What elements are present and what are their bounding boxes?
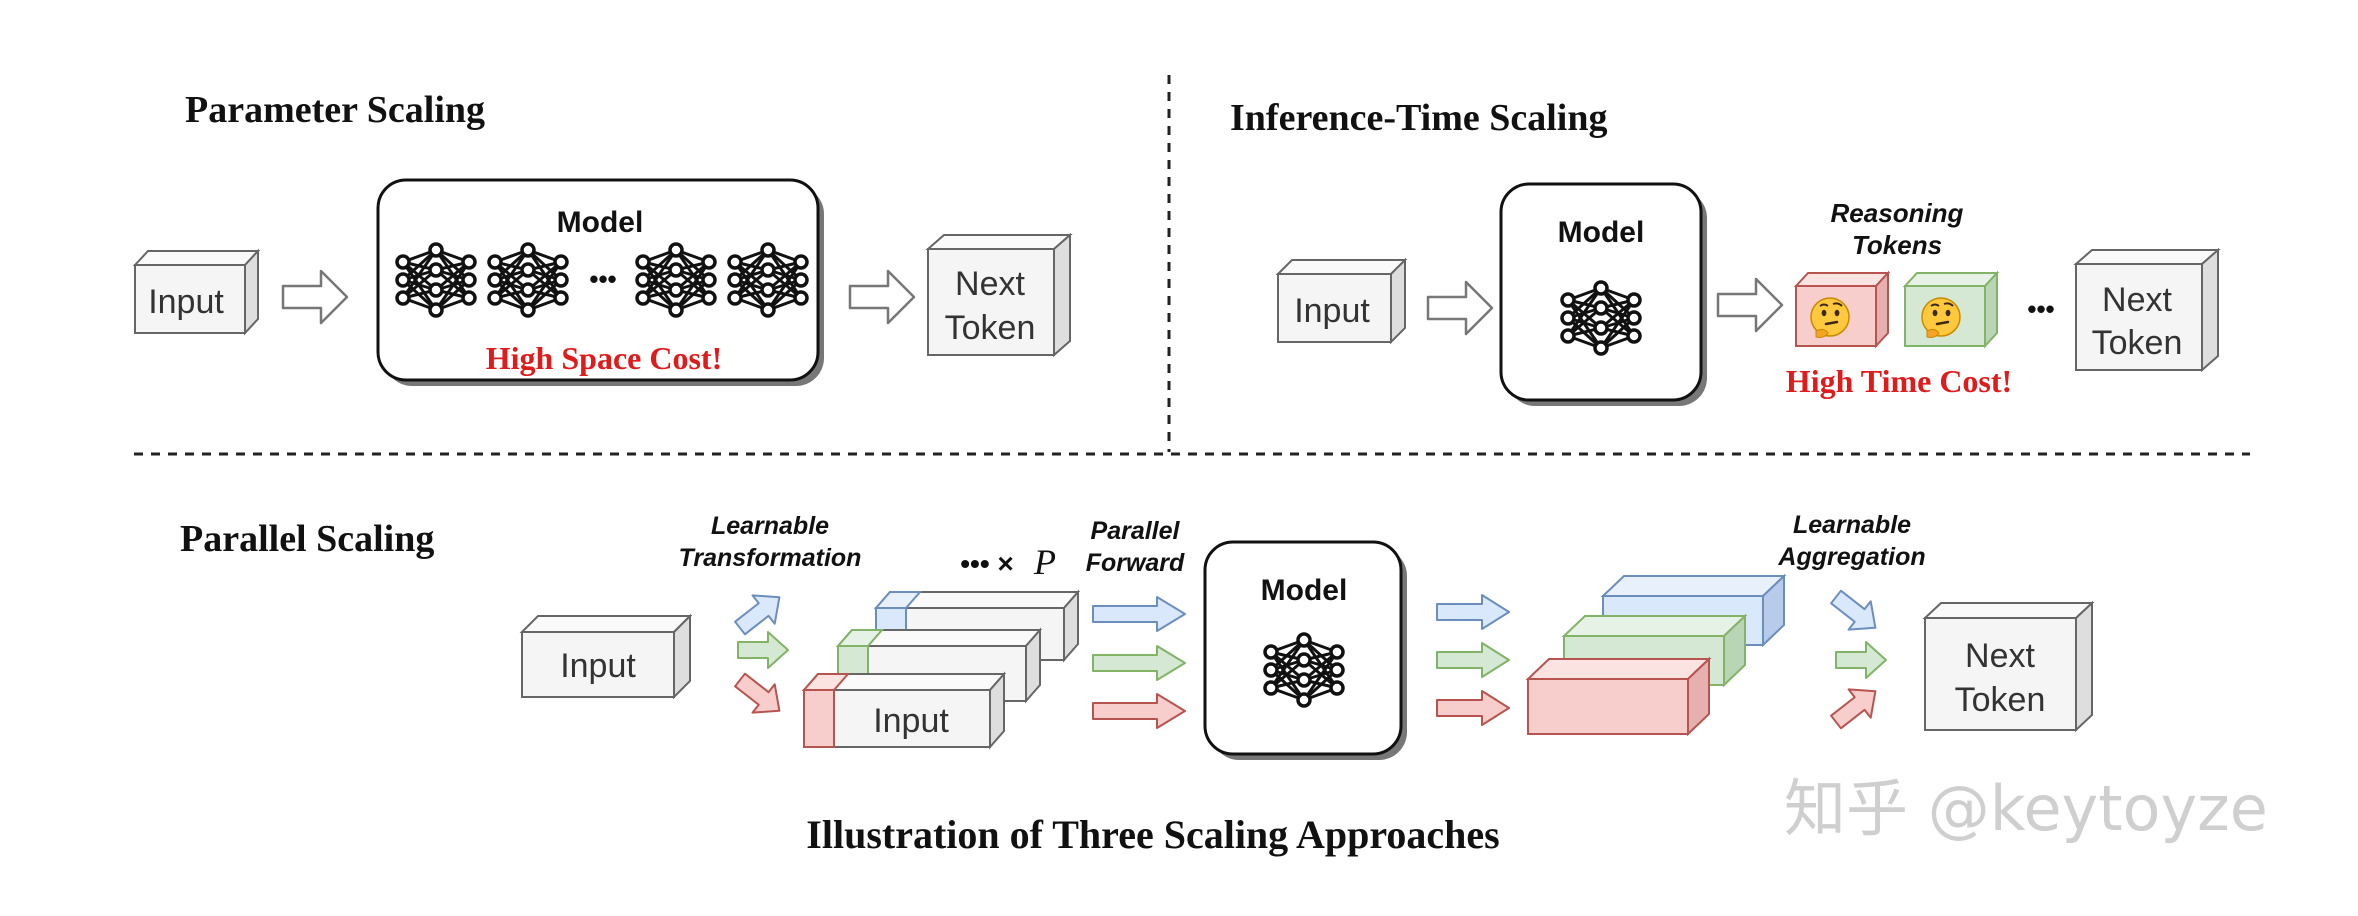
- reasoning-token-red: [1793, 270, 1891, 349]
- reasoning-tokens-line1: Reasoning: [1831, 198, 1964, 228]
- parallel-input-label: Input: [560, 647, 636, 685]
- forward-arrow-blue: [1092, 596, 1186, 632]
- param-arrow-2: [848, 269, 916, 325]
- output-arrow-green: [1436, 642, 1510, 678]
- inference-arrow-1: [1426, 280, 1494, 336]
- inference-input-label: Input: [1294, 292, 1370, 330]
- param-input-box: Input: [132, 248, 261, 336]
- aggregation-line2: Aggregation: [1777, 543, 1925, 571]
- param-ellipsis: •••: [589, 264, 616, 294]
- inference-model-label: Model: [1558, 216, 1645, 249]
- transform-arrow-green: [737, 631, 789, 669]
- aggregate-arrow-green: [1835, 641, 1887, 679]
- aggregation-line1: Learnable: [1793, 511, 1911, 539]
- param-arrow-1: [281, 269, 349, 325]
- parallel-scaling-title: Parallel Scaling: [180, 518, 434, 560]
- inference-arrow-2: [1716, 277, 1784, 333]
- parallel-model-box: Model: [1203, 540, 1407, 760]
- stacked-input-red: Input: [801, 671, 1007, 750]
- param-model-box: Model ••• High Space Cost!: [376, 178, 824, 386]
- output-block-red: [1525, 656, 1712, 737]
- param-next-label: Next: [955, 265, 1025, 303]
- watermark: 知乎 @keytoyze: [1784, 772, 2268, 845]
- reasoning-tokens-line2: Tokens: [1852, 230, 1942, 260]
- copies-ellipsis: ••• ×: [960, 548, 1014, 579]
- param-next-token-box: Next Token: [925, 232, 1073, 358]
- aggregate-arrow-blue: [1830, 589, 1877, 631]
- parallel-model-label: Model: [1261, 574, 1348, 607]
- high-time-cost-label: High Time Cost!: [1786, 363, 2012, 399]
- transform-arrow-red: [734, 672, 781, 714]
- param-model-label: Model: [557, 206, 644, 239]
- transformation-line2: Transformation: [679, 544, 862, 572]
- copies-variable: P: [1033, 542, 1056, 582]
- parallel-token-label: Token: [1955, 681, 2046, 719]
- parallel-next-label: Next: [1965, 637, 2035, 675]
- param-input-label: Input: [148, 283, 224, 321]
- output-arrow-red: [1436, 690, 1510, 726]
- transformation-line1: Learnable: [711, 512, 829, 540]
- thinking-face-icon: [1920, 296, 1962, 339]
- inference-scaling-title: Inference-Time Scaling: [1230, 97, 1608, 139]
- inference-model-box: Model: [1499, 182, 1707, 406]
- output-arrow-blue: [1436, 594, 1510, 630]
- stacked-input-label: Input: [873, 702, 949, 740]
- reasoning-token-green: [1902, 270, 2000, 349]
- inference-next-token-box: Next Token: [2073, 247, 2221, 373]
- param-token-label: Token: [945, 309, 1036, 347]
- forward-arrow-red: [1092, 693, 1186, 729]
- aggregate-arrow-red: [1830, 688, 1877, 730]
- figure-caption: Illustration of Three Scaling Approaches: [806, 812, 1499, 857]
- inference-token-label: Token: [2092, 324, 2183, 362]
- forward-arrow-green: [1092, 645, 1186, 681]
- inference-next-label: Next: [2102, 281, 2172, 319]
- transform-arrow-blue: [734, 594, 781, 636]
- parallel-next-token-box: Next Token: [1922, 600, 2095, 733]
- parallel-input-box: Input: [519, 613, 693, 700]
- parameter-scaling-title: Parameter Scaling: [185, 89, 485, 131]
- parallel-forward-line2: Forward: [1086, 549, 1185, 577]
- thinking-face-icon: [1809, 296, 1851, 339]
- high-space-cost-label: High Space Cost!: [486, 340, 722, 376]
- inference-input-box: Input: [1275, 257, 1408, 345]
- parallel-forward-line1: Parallel: [1091, 517, 1181, 545]
- inference-ellipsis: •••: [2027, 294, 2054, 324]
